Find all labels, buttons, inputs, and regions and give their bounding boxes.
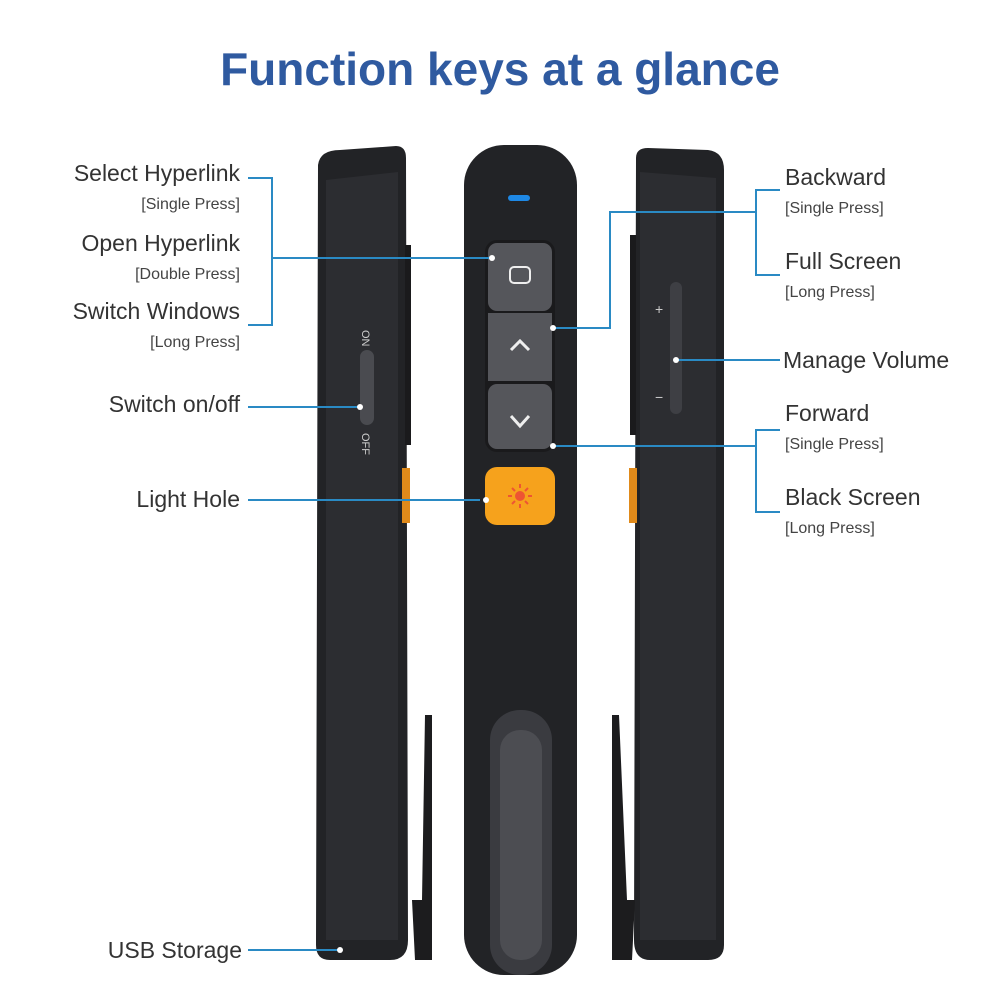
label-switch-windows: Switch Windows [72,298,240,324]
laser-side-button [402,468,410,523]
chevron-down-icon [509,414,531,429]
label-manage-volume: Manage Volume [783,347,950,373]
label-select-hyperlink-action: [Single Press] [141,196,240,213]
switch-on-label: ON [359,330,371,347]
laser-icon [508,484,532,508]
side-view-right: + − [612,148,724,960]
chevron-up-icon [509,338,531,352]
switch-off-label: OFF [359,433,371,455]
label-light-hole: Light Hole [136,486,240,512]
label-black-screen-action: [Long Press] [785,520,875,537]
label-forward-action: [Single Press] [785,436,884,453]
hyperlink-button [488,243,552,311]
label-backward: Backward [785,164,886,190]
clip [412,715,432,960]
volume-minus-label: − [655,389,663,405]
front-view [464,145,577,975]
label-switch-on-off: Switch on/off [108,391,240,417]
volume-plus-label: + [655,301,663,317]
forward-button [488,384,552,449]
leader-dots [337,255,679,953]
label-full-screen-action: [Long Press] [785,284,875,301]
label-forward: Forward [785,400,870,426]
side-view-left: ON OFF [316,146,432,960]
label-select-hyperlink: Select Hyperlink [73,160,240,186]
label-full-screen: Full Screen [785,248,902,274]
label-backward-action: [Single Press] [785,200,884,217]
label-open-hyperlink: Open Hyperlink [81,230,240,256]
leader-lines [248,177,780,951]
label-black-screen: Black Screen [785,484,921,510]
status-led [508,195,530,201]
power-switch [360,350,374,425]
label-open-hyperlink-action: [Double Press] [135,266,240,283]
page-title: Function keys at a glance [220,43,780,95]
volume-rocker [670,282,682,414]
square-icon [509,266,531,284]
label-switch-windows-action: [Long Press] [150,334,240,351]
label-usb-storage: USB Storage [107,937,242,963]
backward-button [488,313,552,381]
